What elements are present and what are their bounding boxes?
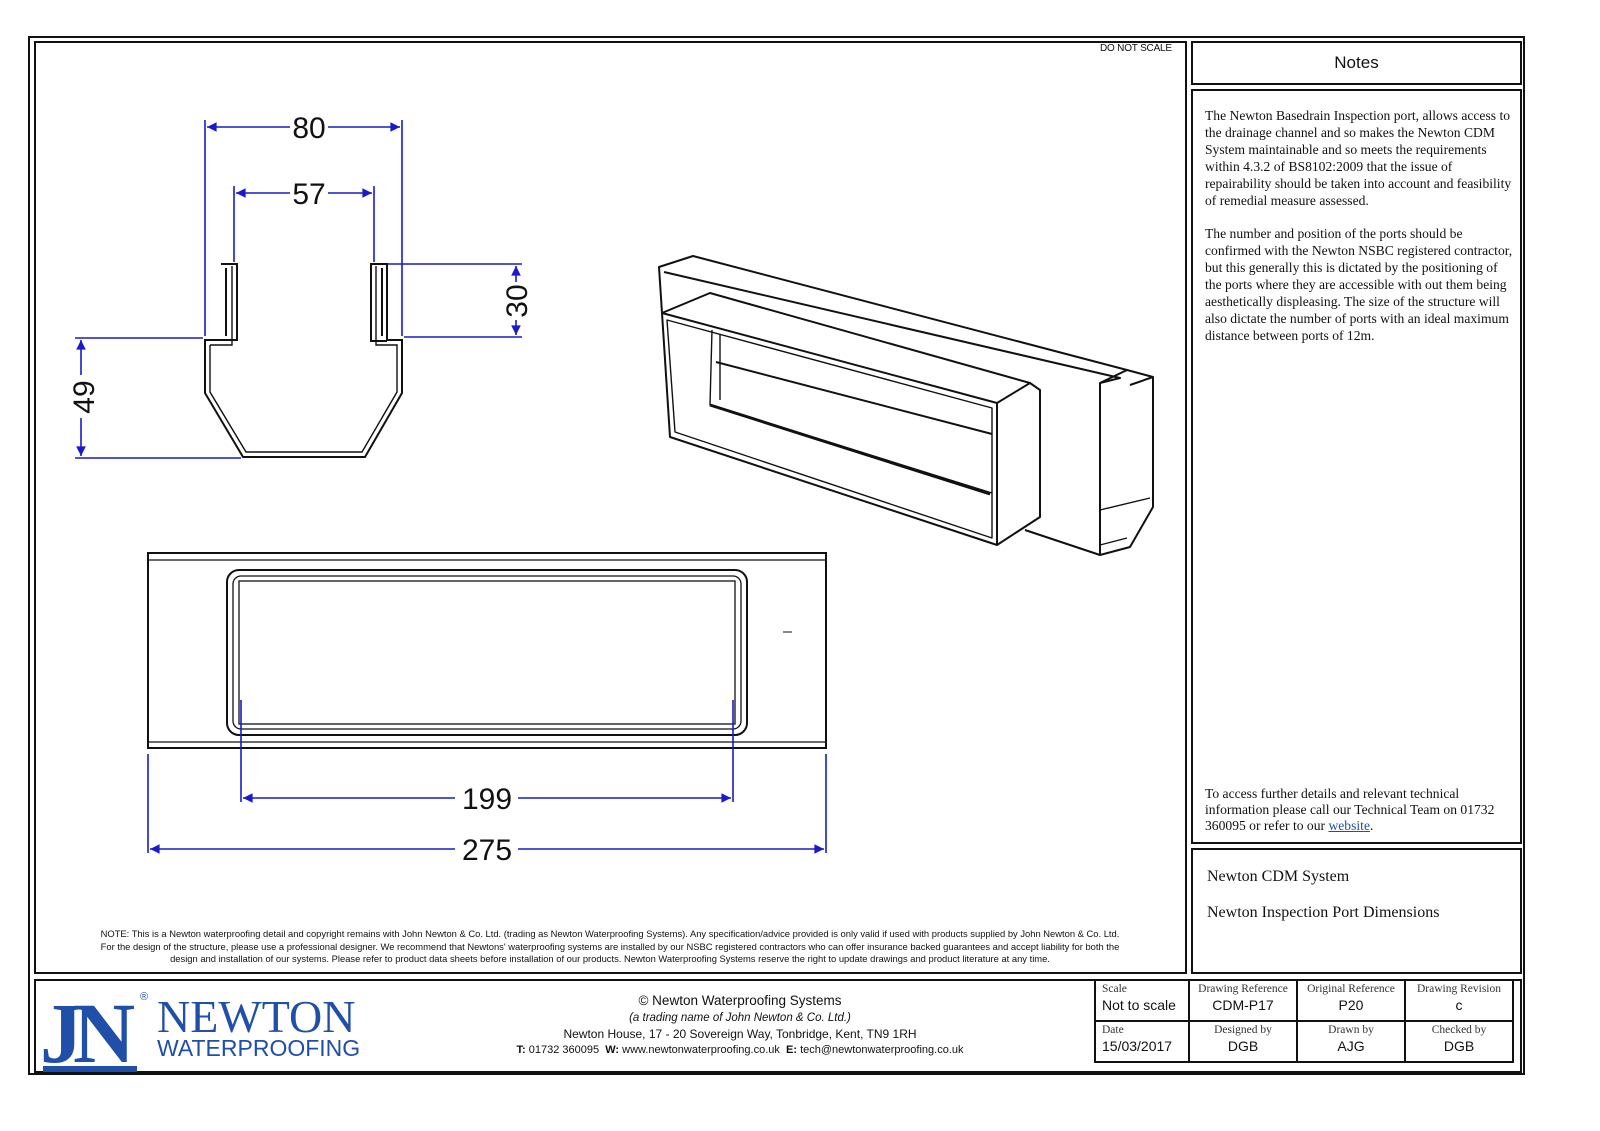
logo-mark: JN — [40, 986, 134, 1076]
legal-note-line: For the design of the structure, please … — [100, 940, 1120, 952]
footer-strip — [34, 979, 1522, 1073]
checked-value: DGB — [1443, 1038, 1475, 1054]
phone-label: T: — [516, 1044, 526, 1056]
copyright-line: © Newton Waterproofing Systems — [638, 993, 842, 1008]
legal-note-line: design and installation of our systems. … — [170, 953, 1050, 964]
notes-footer: To access further details and relevant t… — [1205, 786, 1514, 834]
web-address[interactable]: www.newtonwaterproofing.co.uk — [622, 1044, 780, 1056]
logo-registered: ® — [140, 991, 148, 1003]
email-address[interactable]: tech@newtonwaterproofing.co.uk — [800, 1044, 964, 1056]
email-label: E: — [786, 1044, 797, 1056]
do-not-scale-label: DO NOT SCALE — [1100, 43, 1172, 54]
notes-footer-text: To access further details and relevant t… — [1205, 786, 1495, 833]
address-line: Newton House, 17 - 20 Sovereign Way, Ton… — [563, 1027, 917, 1041]
date-value: 15/03/2017 — [1102, 1038, 1173, 1054]
scale-value: Not to scale — [1102, 997, 1176, 1013]
dim-30-label: 30 — [501, 284, 534, 317]
plan-dimensions — [147, 700, 827, 854]
drawing-area — [34, 41, 1187, 974]
notes-header: Notes — [1191, 41, 1522, 85]
notes-title: Notes — [1334, 53, 1379, 72]
drawn-label: Drawn by — [1328, 1024, 1374, 1036]
legal-note-line: NOTE: This is a Newton waterproofing det… — [100, 928, 1120, 939]
dim-57-label: 57 — [292, 178, 325, 211]
drawing-ref-label: Drawing Reference — [1198, 983, 1288, 995]
original-ref-value: P20 — [1338, 997, 1364, 1013]
system-name: Newton CDM System — [1207, 868, 1350, 885]
contact-line: T: 01732 360095 W: www.newtonwaterproofi… — [470, 1042, 1010, 1058]
designed-label: Designed by — [1214, 1024, 1272, 1036]
trading-name: (a trading name of John Newton & Co. Ltd… — [629, 1012, 851, 1024]
date-label: Date — [1102, 1024, 1124, 1036]
notes-paragraph: The number and position of the ports sho… — [1205, 226, 1513, 343]
drawing-ref-value: CDM-P17 — [1212, 997, 1274, 1013]
drawn-cell: Drawn by AJG — [1296, 1020, 1406, 1063]
outer-frame — [28, 36, 1525, 1075]
drawing-title: Newton Inspection Port Dimensions — [1207, 904, 1440, 921]
company-address: © Newton Waterproofing Systems (a tradin… — [470, 993, 1010, 1058]
checked-label: Checked by — [1431, 1024, 1487, 1036]
revision-value: c — [1455, 997, 1463, 1013]
logo-waterproofing: WATERPROOFING — [157, 1035, 360, 1061]
isometric-view — [658, 255, 1154, 556]
profile-section-view — [204, 263, 403, 458]
dim-199-label: 199 — [462, 783, 512, 816]
notes-panel: The Newton Basedrain Inspection port, al… — [1191, 89, 1522, 844]
dim-49-label: 49 — [68, 380, 101, 413]
notes-paragraph: The Newton Basedrain Inspection port, al… — [1205, 108, 1512, 208]
legal-note: NOTE: This is a Newton waterproofing det… — [40, 928, 1180, 966]
revision-label: Drawing Revision — [1416, 983, 1501, 995]
designed-value: DGB — [1227, 1038, 1259, 1054]
newton-logo: JN ® NEWTON WATERPROOFING — [40, 985, 390, 1081]
designed-cell: Designed by DGB — [1188, 1020, 1298, 1063]
plan-view — [147, 552, 827, 749]
dim-80-label: 80 — [292, 112, 325, 145]
original-ref-label: Original Reference — [1307, 983, 1395, 995]
notes-footer-end: . — [1369, 818, 1374, 833]
drawn-value: AJG — [1337, 1038, 1365, 1054]
scale-label: Scale — [1102, 983, 1127, 995]
logo-newton: NEWTON — [157, 991, 355, 1042]
date-cell: Date 15/03/2017 — [1094, 1020, 1190, 1063]
dim-275-label: 275 — [462, 834, 512, 867]
website-link[interactable]: website — [1328, 818, 1370, 833]
web-label: W: — [605, 1044, 620, 1056]
checked-cell: Checked by DGB — [1404, 1020, 1514, 1063]
profile-dimensions — [75, 120, 522, 459]
title-block: Newton CDM System Newton Inspection Port… — [1191, 848, 1522, 974]
phone: 01732 360095 — [528, 1044, 600, 1056]
revision-cell: Drawing Revision c — [1404, 979, 1514, 1022]
